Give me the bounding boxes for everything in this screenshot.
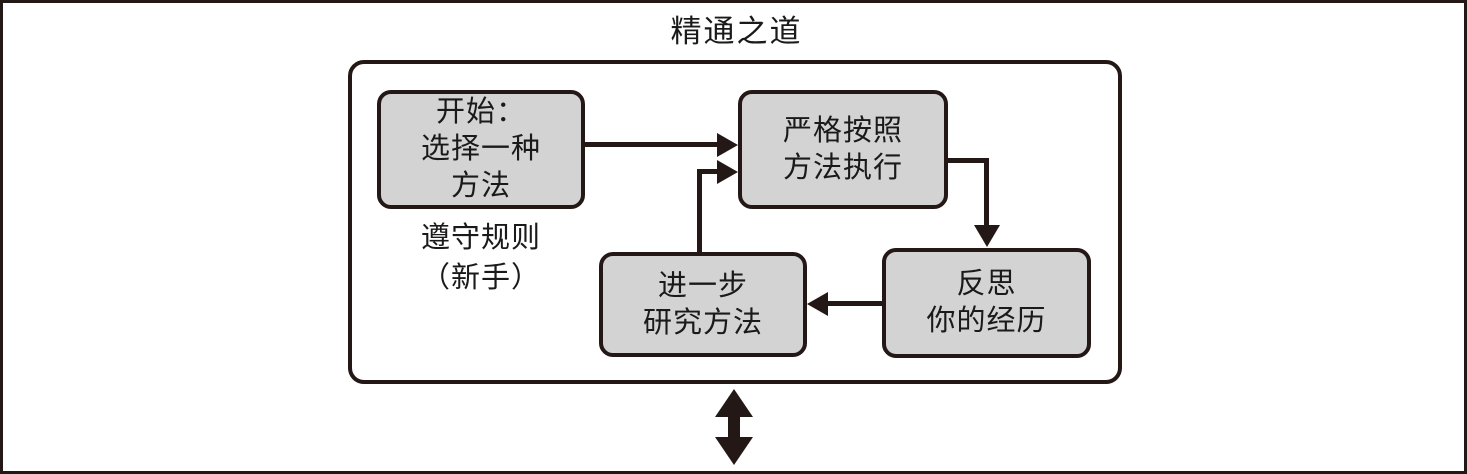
stage-caption: 遵守规则 （新手） (377, 218, 585, 298)
node-start-line-1: 开始： (435, 96, 526, 128)
node-start[interactable]: 开始： 选择一种 方法 (377, 90, 585, 209)
connector-reflect-to-study-line (828, 301, 884, 306)
connector-study-to-execute-arrowhead (717, 160, 738, 184)
node-start-line-2: 选择一种 (420, 133, 541, 165)
node-reflect-line-2: 你的经历 (926, 305, 1047, 337)
stage-group-container (348, 60, 1122, 384)
connector-execute-to-reflect-hline (946, 158, 989, 163)
node-start-line-3: 方法 (450, 170, 511, 202)
connector-start-to-execute-arrowhead (717, 133, 738, 157)
arrow-stem (728, 409, 740, 445)
double-headed-arrow-icon (715, 389, 753, 465)
node-execute[interactable]: 严格按照 方法执行 (738, 90, 948, 209)
connector-reflect-to-study-arrowhead (807, 292, 828, 316)
connector-study-to-execute-hline (697, 169, 719, 174)
node-execute-line-1: 严格按照 (782, 114, 903, 147)
node-execute-line-2: 方法执行 (782, 151, 903, 184)
stage-caption-line-1: 遵守规则 (420, 222, 541, 254)
node-study[interactable]: 进一步 研究方法 (599, 252, 807, 357)
node-reflect-line-1: 反思 (956, 268, 1017, 300)
node-reflect[interactable]: 反思 你的经历 (882, 248, 1091, 358)
connector-execute-to-reflect-arrowhead (974, 225, 1000, 247)
node-study-line-1: 进一步 (657, 269, 748, 302)
connector-execute-to-reflect-vline (984, 158, 989, 228)
page-title: 精通之道 (670, 14, 803, 49)
node-study-line-2: 研究方法 (642, 306, 763, 339)
connector-study-to-execute-vline (697, 169, 702, 254)
stage-caption-line-2: （新手） (420, 262, 541, 294)
arrow-down-head (715, 437, 753, 465)
connector-start-to-execute-line (585, 142, 719, 147)
